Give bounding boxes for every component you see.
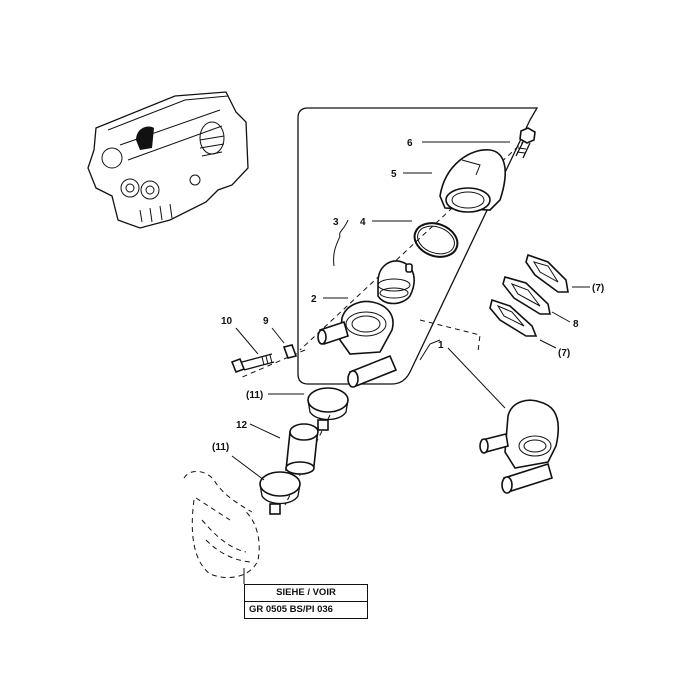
part-7-gasket-upper (525, 253, 569, 293)
assembly-boundary (297, 107, 539, 385)
leader-lines (231, 141, 590, 481)
part-1-housing-assembly (479, 399, 560, 494)
engine-overview-illustration (87, 91, 249, 229)
thermostat-insert (377, 260, 415, 305)
callout-11-upper: (11) (246, 390, 263, 401)
callout-3: 3 (333, 217, 339, 228)
connected-component-illustration (183, 471, 260, 584)
part-12-hose (285, 423, 319, 475)
callout-7-lower: (7) (558, 348, 570, 359)
callout-12: 12 (236, 420, 248, 431)
cross-reference-box: SIEHE / VOIR GR 0505 BS/PI 036 (244, 584, 368, 619)
part-8-spacer (502, 276, 551, 315)
part-5-thermostat-cover (439, 149, 506, 213)
part-9-spacer (282, 344, 298, 359)
callout-5: 5 (391, 169, 397, 180)
reference-heading: SIEHE / VOIR (245, 585, 367, 602)
part-6-bolt (515, 127, 536, 159)
callout-9: 9 (263, 316, 269, 327)
part-4-o-ring (413, 222, 459, 258)
part-11-hose-clamp-lower (259, 471, 301, 515)
part-2-thermostat-housing (317, 300, 398, 388)
part-11-hose-clamp-upper (307, 387, 349, 431)
callout-8: 8 (573, 319, 579, 330)
callout-4: 4 (360, 217, 366, 228)
part-10-screw (230, 353, 275, 374)
callout-6: 6 (407, 138, 413, 149)
callout-11-lower: (11) (212, 442, 229, 453)
highlighted-thermostat-location (136, 126, 154, 150)
callout-7-upper: (7) (592, 283, 604, 294)
callout-1: 1 (438, 340, 444, 351)
callout-2: 2 (311, 294, 317, 305)
callout-10: 10 (221, 316, 233, 327)
reference-code: GR 0505 BS/PI 036 (249, 604, 333, 615)
part-7-gasket-lower (489, 298, 538, 337)
